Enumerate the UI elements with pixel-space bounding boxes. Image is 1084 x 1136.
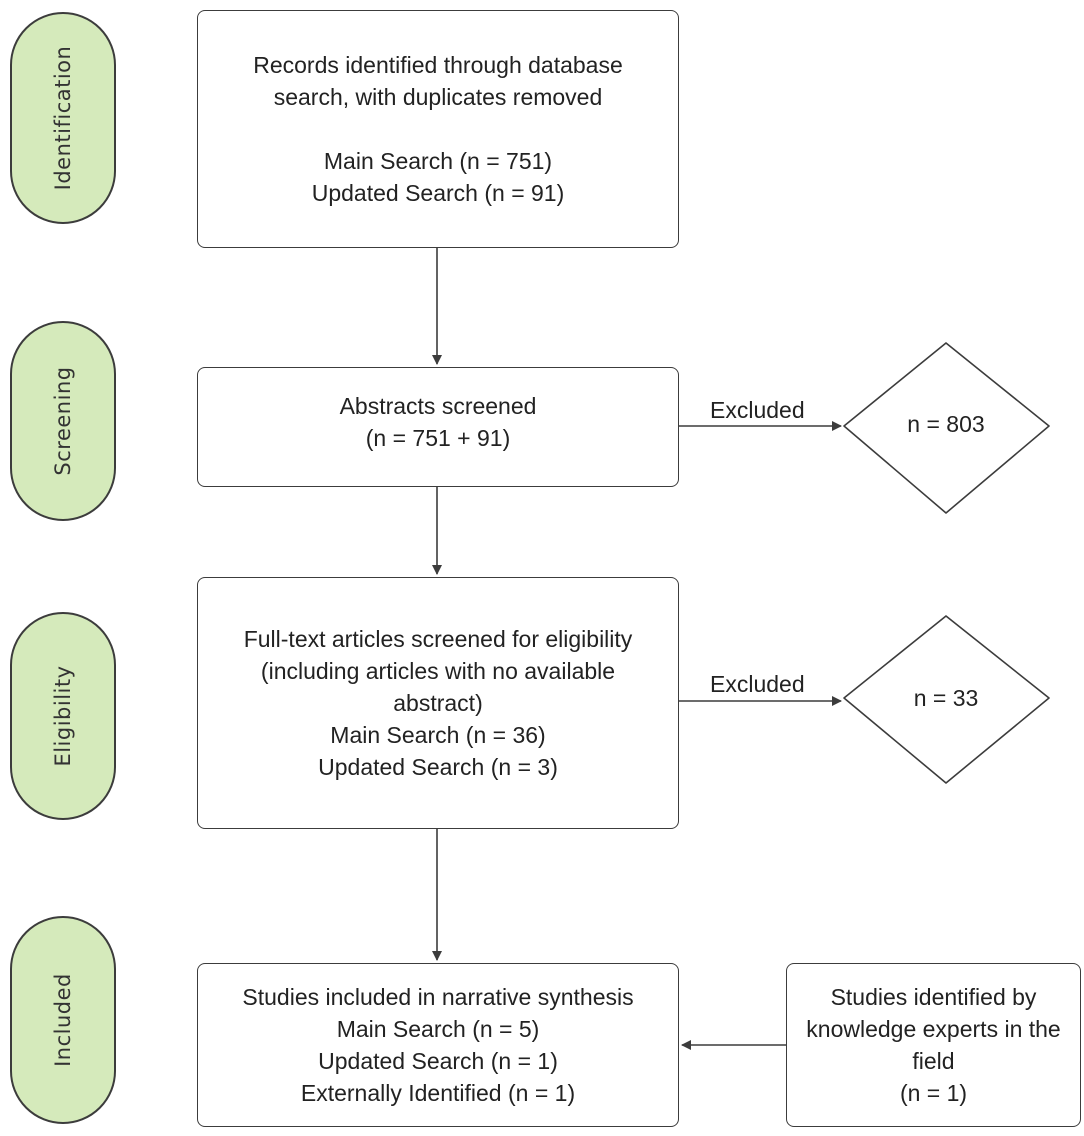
box-expert-studies: Studies identified by knowledge experts …: [786, 963, 1081, 1127]
excluded-label-eligibility: Excluded: [710, 671, 805, 697]
box-line: Updated Search (n = 3): [318, 754, 558, 780]
box-line: Main Search (n = 5): [336, 1016, 540, 1042]
box-line: Full-text articles screened for eligibil…: [243, 626, 633, 652]
box-line: Updated Search (n = 1): [318, 1048, 558, 1074]
box-line: Records identified through database: [253, 52, 623, 78]
excluded-count-screening: n = 803: [907, 411, 985, 437]
box-line: knowledge experts in the: [806, 1016, 1061, 1042]
box-records-identified: Records identified through database sear…: [197, 10, 679, 248]
box-line: Externally Identified (n = 1): [300, 1080, 576, 1106]
stage-label: Included: [51, 973, 75, 1067]
excluded-count-eligibility: n = 33: [913, 685, 979, 711]
box-line: Updated Search (n = 91): [311, 180, 565, 206]
box-line: Main Search (n = 751): [323, 148, 553, 174]
stage-label: Screening: [51, 366, 75, 476]
box-line: Abstracts screened: [339, 393, 537, 419]
box-fulltext-screened: Full-text articles screened for eligibil…: [197, 577, 679, 829]
excluded-label-screening: Excluded: [710, 397, 805, 423]
box-line: (n = 751 + 91): [365, 425, 511, 451]
stage-screening: Screening: [10, 321, 116, 521]
box-line: Studies identified by: [830, 984, 1037, 1010]
box-abstracts-screened: Abstracts screened (n = 751 + 91): [197, 367, 679, 487]
box-line: field: [912, 1048, 955, 1074]
stage-identification: Identification: [10, 12, 116, 224]
box-line: Main Search (n = 36): [330, 722, 546, 748]
stage-label: Identification: [51, 45, 75, 191]
box-studies-included: Studies included in narrative synthesis …: [197, 963, 679, 1127]
stage-included: Included: [10, 916, 116, 1124]
box-line: (n = 1): [899, 1080, 968, 1106]
box-line: search, with duplicates removed: [273, 84, 603, 110]
box-line: Studies included in narrative synthesis: [242, 984, 634, 1010]
excluded-diamond-screening: [843, 342, 1050, 514]
stage-label: Eligibility: [51, 665, 75, 767]
excluded-diamond-eligibility: [843, 615, 1050, 784]
box-line: (including articles with no available: [260, 658, 616, 684]
box-line: abstract): [393, 690, 483, 716]
stage-eligibility: Eligibility: [10, 612, 116, 820]
